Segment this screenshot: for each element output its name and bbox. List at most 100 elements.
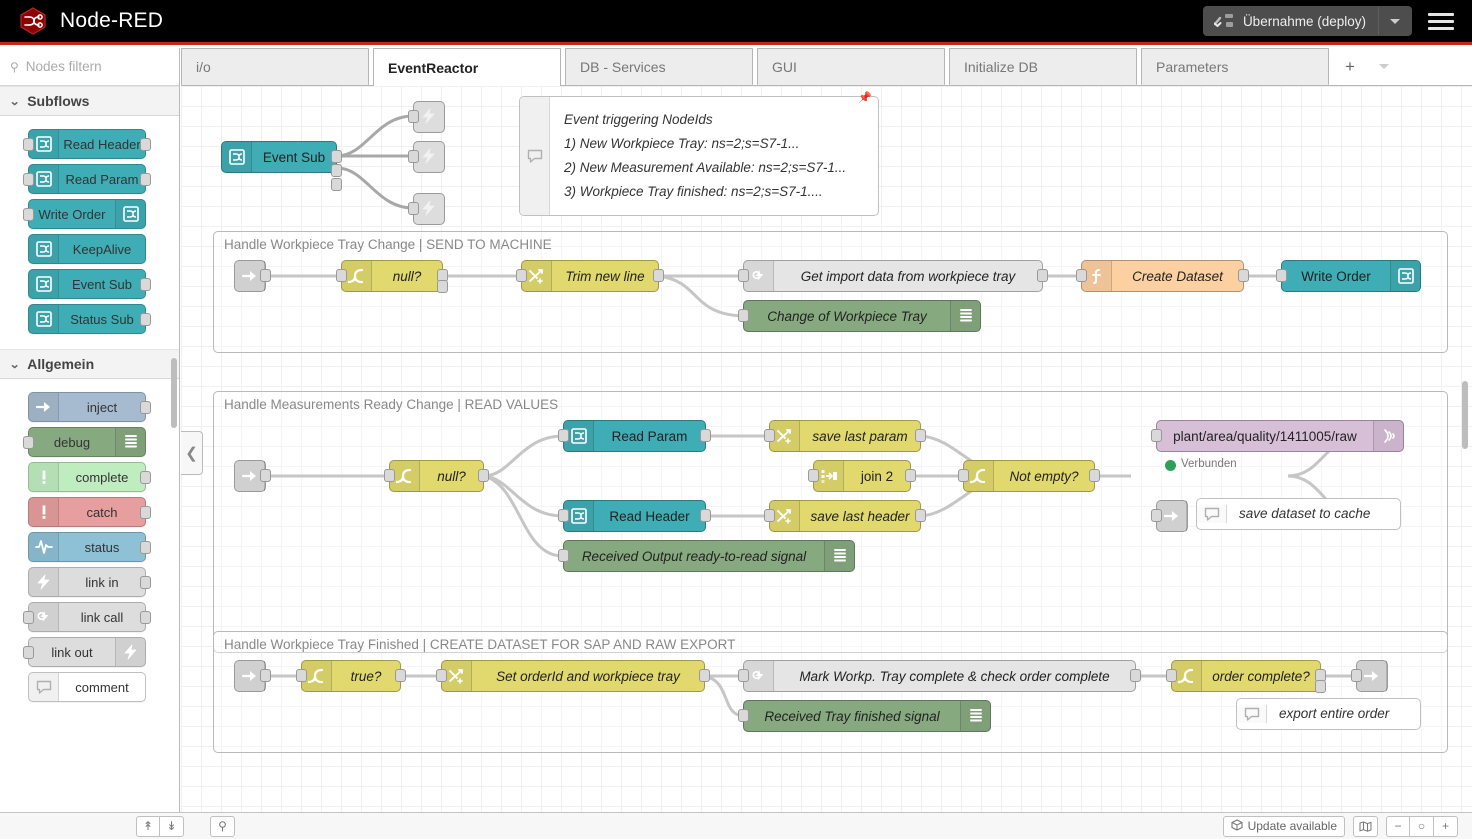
node-port-in[interactable] (516, 269, 527, 282)
footer-search-button[interactable]: ⚲ (210, 815, 235, 837)
flow-tab-gui[interactable]: GUI (757, 48, 945, 85)
node-port-out-3[interactable] (331, 178, 342, 191)
palette-node-read-param[interactable]: Read Param (23, 164, 151, 194)
node-switch-null-g1[interactable]: null? (336, 260, 448, 293)
node-port-in[interactable] (408, 150, 419, 163)
palette-node-complete[interactable]: complete (28, 462, 151, 492)
node-subflow-read-param[interactable]: Read Param (558, 420, 711, 452)
node-port-out[interactable] (915, 429, 926, 442)
node-port-out[interactable] (331, 150, 342, 163)
node-port-out[interactable] (260, 269, 271, 282)
node-port-in[interactable] (558, 549, 569, 562)
flow-tab-eventreactor[interactable]: EventReactor (373, 48, 561, 86)
node-debug-change-of-workpiece-tray[interactable]: Change of Workpiece Tray (738, 300, 981, 332)
zoom-in-button[interactable]: + (1434, 815, 1458, 837)
node-port-out[interactable] (260, 669, 271, 682)
palette-scrollbar[interactable] (171, 358, 177, 428)
node-link-out-g3[interactable] (1351, 660, 1388, 692)
palette-category-subflows[interactable]: ⌄ Subflows (0, 86, 179, 116)
node-port-in[interactable] (296, 669, 307, 682)
node-link-out-3[interactable] (408, 193, 445, 225)
node-switch-not-empty[interactable]: Not empty? (958, 460, 1100, 492)
zoom-reset-button[interactable]: ○ (1410, 815, 1434, 837)
node-port-in[interactable] (738, 709, 749, 722)
node-port-in[interactable] (558, 509, 569, 522)
palette-node-catch[interactable]: catch (28, 497, 151, 527)
node-port-out[interactable] (1238, 269, 1249, 282)
node-port-out[interactable] (700, 509, 711, 522)
node-port-out[interactable] (140, 138, 151, 151)
node-port-in[interactable] (764, 509, 775, 522)
node-port-in[interactable] (1351, 669, 1362, 682)
zoom-out-button[interactable]: − (1386, 815, 1410, 837)
node-port-out[interactable] (140, 541, 151, 554)
node-port-in[interactable] (738, 309, 749, 322)
node-port-in[interactable] (764, 429, 775, 442)
flow-tab-i-o[interactable]: i/o (181, 48, 369, 85)
node-event-sub[interactable]: Event Sub (221, 141, 342, 191)
node-port-in[interactable] (1151, 429, 1162, 442)
node-port-out[interactable] (140, 576, 151, 589)
node-port-in[interactable] (1276, 269, 1287, 282)
palette-node-read-header[interactable]: Read Header (23, 129, 151, 159)
node-port-in[interactable] (23, 173, 34, 186)
palette-node-keepalive[interactable]: KeepAlive (28, 234, 146, 264)
node-link-out-g2[interactable] (1151, 500, 1188, 532)
palette-node-status[interactable]: status (28, 532, 151, 562)
node-port-out[interactable] (915, 509, 926, 522)
node-port-in[interactable] (958, 469, 969, 482)
node-port-in[interactable] (738, 269, 749, 282)
update-available-button[interactable]: Update available (1222, 815, 1345, 837)
palette-node-status-sub[interactable]: Status Sub (28, 304, 151, 334)
node-change-set-orderid[interactable]: Set orderId and workpiece tray (436, 660, 710, 692)
navigator-map-icon[interactable] (1353, 815, 1378, 837)
node-function-create-dataset[interactable]: Create Dataset (1076, 260, 1249, 292)
node-port-in[interactable] (408, 202, 419, 215)
node-port-out[interactable] (260, 469, 271, 482)
node-port-in[interactable] (23, 208, 34, 221)
node-port-out[interactable] (699, 669, 710, 682)
node-switch-order-complete[interactable]: order complete? (1166, 660, 1326, 693)
node-port-in[interactable] (808, 469, 819, 482)
node-port-out[interactable] (140, 278, 151, 291)
node-change-trim-new-line[interactable]: Trim new line (516, 260, 664, 292)
node-port-out[interactable] (140, 611, 151, 624)
palette-search-input[interactable] (25, 59, 156, 74)
node-link-out-2[interactable] (408, 141, 445, 173)
node-port-in[interactable] (1151, 509, 1162, 522)
node-change-save-last-header[interactable]: save last header (764, 500, 926, 532)
node-debug-received-output-ready[interactable]: Received Output ready-to-read signal (558, 540, 855, 572)
node-switch-true[interactable]: true? (296, 660, 406, 692)
node-port-out[interactable] (140, 173, 151, 186)
node-debug-received-tray-finished[interactable]: Received Tray finished signal (738, 700, 991, 732)
node-port-in[interactable] (738, 669, 749, 682)
node-port-in[interactable] (336, 269, 347, 282)
flow-list-menu-button[interactable] (1367, 48, 1401, 85)
palette-node-comment[interactable]: comment (28, 672, 146, 702)
node-change-save-last-param[interactable]: save last param (764, 420, 926, 452)
comment-node-export-entire-order[interactable]: export entire order (1236, 698, 1421, 730)
node-port-in[interactable] (408, 110, 419, 123)
flow-tab-db-services[interactable]: DB - Services (565, 48, 753, 85)
node-mqtt-out-plant-area-quality-raw[interactable]: plant/area/quality/1411005/raw (1151, 420, 1404, 452)
node-port-in[interactable] (436, 669, 447, 682)
deploy-button[interactable]: Übernahme (deploy) (1202, 6, 1412, 36)
node-link-in-g3[interactable] (234, 660, 271, 692)
node-link-call-get-import-data[interactable]: Get import data from workpiece tray (738, 260, 1048, 292)
node-link-in-g2[interactable] (234, 460, 271, 492)
node-port-out[interactable] (1130, 669, 1141, 682)
node-port-out[interactable] (140, 401, 151, 414)
node-port-out[interactable] (1037, 269, 1048, 282)
comment-node-save-dataset-to-cache[interactable]: save dataset to cache (1196, 498, 1401, 530)
node-link-call-mark-workp-tray[interactable]: Mark Workp. Tray complete & check order … (738, 660, 1141, 692)
palette-node-link-in[interactable]: link in (28, 567, 151, 597)
sidebar-collapse-handle[interactable]: ❮ (181, 431, 203, 475)
collapse-all-button[interactable]: ↟ (136, 815, 160, 837)
node-port-out-2[interactable] (331, 164, 342, 177)
node-port-in[interactable] (384, 469, 395, 482)
node-port-out[interactable] (140, 506, 151, 519)
deploy-button-main[interactable]: Übernahme (deploy) (1204, 7, 1378, 35)
node-subflow-write-order[interactable]: Write Order (1276, 260, 1421, 292)
